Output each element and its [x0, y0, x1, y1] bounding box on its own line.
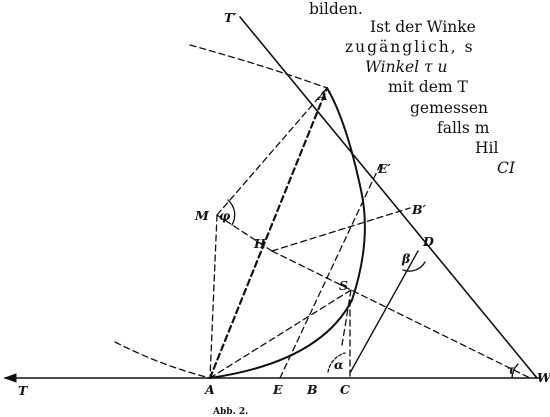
- line-A-S: [209, 289, 352, 379]
- text-line-3: zugänglich, s: [345, 38, 475, 56]
- label-M: M: [194, 208, 210, 223]
- label-E: E: [272, 382, 283, 397]
- label-beta: β: [401, 251, 411, 266]
- angle-arc-tau: [511, 363, 519, 379]
- line-A-A-prime: [208, 86, 329, 380]
- angle-arc-beta: [402, 261, 426, 272]
- label-tau: τ: [507, 362, 516, 377]
- text-line-2: Ist der Winke: [370, 18, 476, 36]
- arc-A-A-prime: [209, 87, 366, 379]
- text-line-1: bilden.: [309, 0, 363, 18]
- label-alpha: α: [334, 357, 344, 372]
- angle-arc-alpha: [327, 352, 346, 373]
- label-C: C: [340, 382, 350, 397]
- line-S-S-lower: [341, 289, 352, 346]
- label-D: D: [422, 234, 434, 249]
- line-H-W: [271, 250, 531, 379]
- line-M-A: [209, 214, 218, 379]
- label-B-prime: B′: [411, 202, 427, 217]
- text-line-9: CI: [497, 159, 515, 177]
- text-line-5: mit dem T: [388, 78, 468, 96]
- label-H: H: [253, 236, 267, 251]
- line-H-B-prime: [271, 207, 411, 252]
- arc-lower-dashed: [114, 341, 211, 379]
- label-T-prime: T′: [224, 10, 237, 25]
- label-W: W: [537, 370, 550, 385]
- text-line-4: Winkel τ u: [365, 58, 448, 76]
- arc-upper-dashed: [189, 44, 328, 89]
- figure-caption: Abb. 2.: [212, 407, 248, 417]
- text-line-6: gemessen: [410, 99, 489, 117]
- arrow-T: [3, 373, 17, 383]
- label-A-prime: A′: [317, 88, 332, 103]
- label-phi: φ: [219, 208, 231, 223]
- label-T: T: [18, 383, 29, 398]
- angle-arc-phi: [227, 199, 236, 226]
- label-S: S: [339, 278, 348, 293]
- label-A: A: [204, 382, 215, 397]
- line-M-H: [216, 214, 273, 252]
- text-line-8: Hil: [475, 139, 499, 157]
- label-B: B: [306, 382, 318, 397]
- line-tangent-T-prime-W: [239, 16, 538, 379]
- text-line-7: falls m: [437, 119, 490, 137]
- line-M-A-prime: [216, 87, 328, 216]
- line-E-E-prime: [279, 164, 381, 379]
- label-E-prime: E′: [377, 161, 392, 176]
